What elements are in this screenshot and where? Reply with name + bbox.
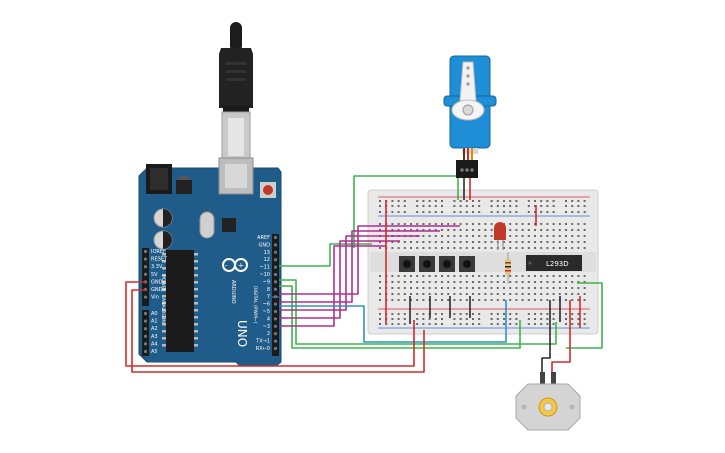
wire-green-2 <box>353 175 459 248</box>
analog-pin-label: A3 <box>151 334 158 340</box>
digital-pin-label: ~9 <box>263 279 270 285</box>
digital-pin-label: ~3 <box>263 324 270 330</box>
wire-red-1 <box>125 281 415 367</box>
wire-green-4 <box>279 279 557 345</box>
power-pin-label: RESET <box>151 257 168 263</box>
push-button-2 <box>419 256 435 272</box>
motor-driver-ic: L293D <box>526 255 582 271</box>
wire-magenta-1 <box>279 225 460 295</box>
analog-header-title: ANALOG IN <box>160 298 166 323</box>
svg-text:+: + <box>238 262 244 270</box>
wire-red-2 <box>131 289 425 373</box>
analog-header <box>142 310 149 356</box>
digital-pin-label: ~5 <box>263 309 270 315</box>
wire-green-3 <box>279 285 521 349</box>
analog-pin-label: A4 <box>151 341 158 347</box>
push-buttons <box>399 256 475 272</box>
power-header <box>142 248 149 306</box>
voltage-regulator <box>176 180 192 194</box>
wire-blue-1 <box>279 300 507 343</box>
digital-pin-label: AREF <box>257 235 270 241</box>
svg-text:-: - <box>225 262 228 270</box>
ic-label: L293D <box>546 260 569 268</box>
wire-red-motor <box>551 300 571 378</box>
analog-pin-label: A0 <box>151 311 158 317</box>
digital-pin-label: RX←0 <box>256 346 270 352</box>
resistor <box>505 252 511 284</box>
push-button-1 <box>399 256 415 272</box>
crystal <box>199 211 215 239</box>
usb-chip <box>222 218 236 232</box>
led-bulb <box>494 222 506 240</box>
wire-magenta-3 <box>279 235 420 311</box>
power-pin-label: 3.3V <box>151 264 163 270</box>
push-button-4 <box>459 256 475 272</box>
power-pin-label: 5V <box>151 272 158 278</box>
servo-motor <box>443 55 497 178</box>
atmega-chip <box>166 250 194 352</box>
power-header-title: POWER <box>160 275 166 292</box>
arduino-brand-text: ARDUINO <box>230 280 236 304</box>
digital-pin-label: ~10 <box>259 272 270 278</box>
digital-header-title: DIGITAL (PWM~) <box>252 286 258 324</box>
digital-pin-label: 8 <box>267 287 270 293</box>
push-button-3 <box>439 256 455 272</box>
power-pin-label: GND <box>151 287 163 293</box>
digital-pin-label: 4 <box>267 316 270 322</box>
digital-pin-label: GND <box>259 242 271 248</box>
arduino-model-text: UNO <box>235 320 249 347</box>
digital-pin-label: TX→1 <box>255 339 270 345</box>
digital-pin-label: 7 <box>267 294 270 300</box>
power-pin-label: IOREF <box>151 249 166 255</box>
wires <box>125 175 603 378</box>
analog-pin-label: A2 <box>151 326 158 332</box>
arduino-logo: - + <box>222 258 248 272</box>
dc-motor <box>515 372 581 431</box>
ic-body <box>526 255 582 271</box>
digital-pin-label: ~11 <box>259 265 270 271</box>
digital-header-top <box>272 234 279 296</box>
arduino-uno: - + ARDUINO UNO DIGITAL (PWM~) POWER ANA… <box>138 157 282 367</box>
wire-black-motor <box>541 300 551 378</box>
digital-pin-label: 2 <box>267 331 270 337</box>
digital-pin-label: 13 <box>264 250 270 256</box>
power-pin-label: GND <box>151 279 163 285</box>
wire-magenta-4 <box>279 240 400 319</box>
wire-green-1 <box>279 243 372 267</box>
analog-pin-label: A5 <box>151 349 158 355</box>
digital-pin-label: 12 <box>264 257 270 263</box>
wire-green-5 <box>566 282 603 349</box>
led <box>494 222 506 250</box>
analog-pin-label: A1 <box>151 319 158 325</box>
power-pin-label: Vin <box>151 295 159 301</box>
usb-cable-wire <box>230 22 242 52</box>
wire-magenta-2 <box>279 230 440 303</box>
digital-pin-label: ~6 <box>263 302 270 308</box>
wire-magenta-5 <box>279 245 386 327</box>
usb-cable <box>219 22 253 163</box>
